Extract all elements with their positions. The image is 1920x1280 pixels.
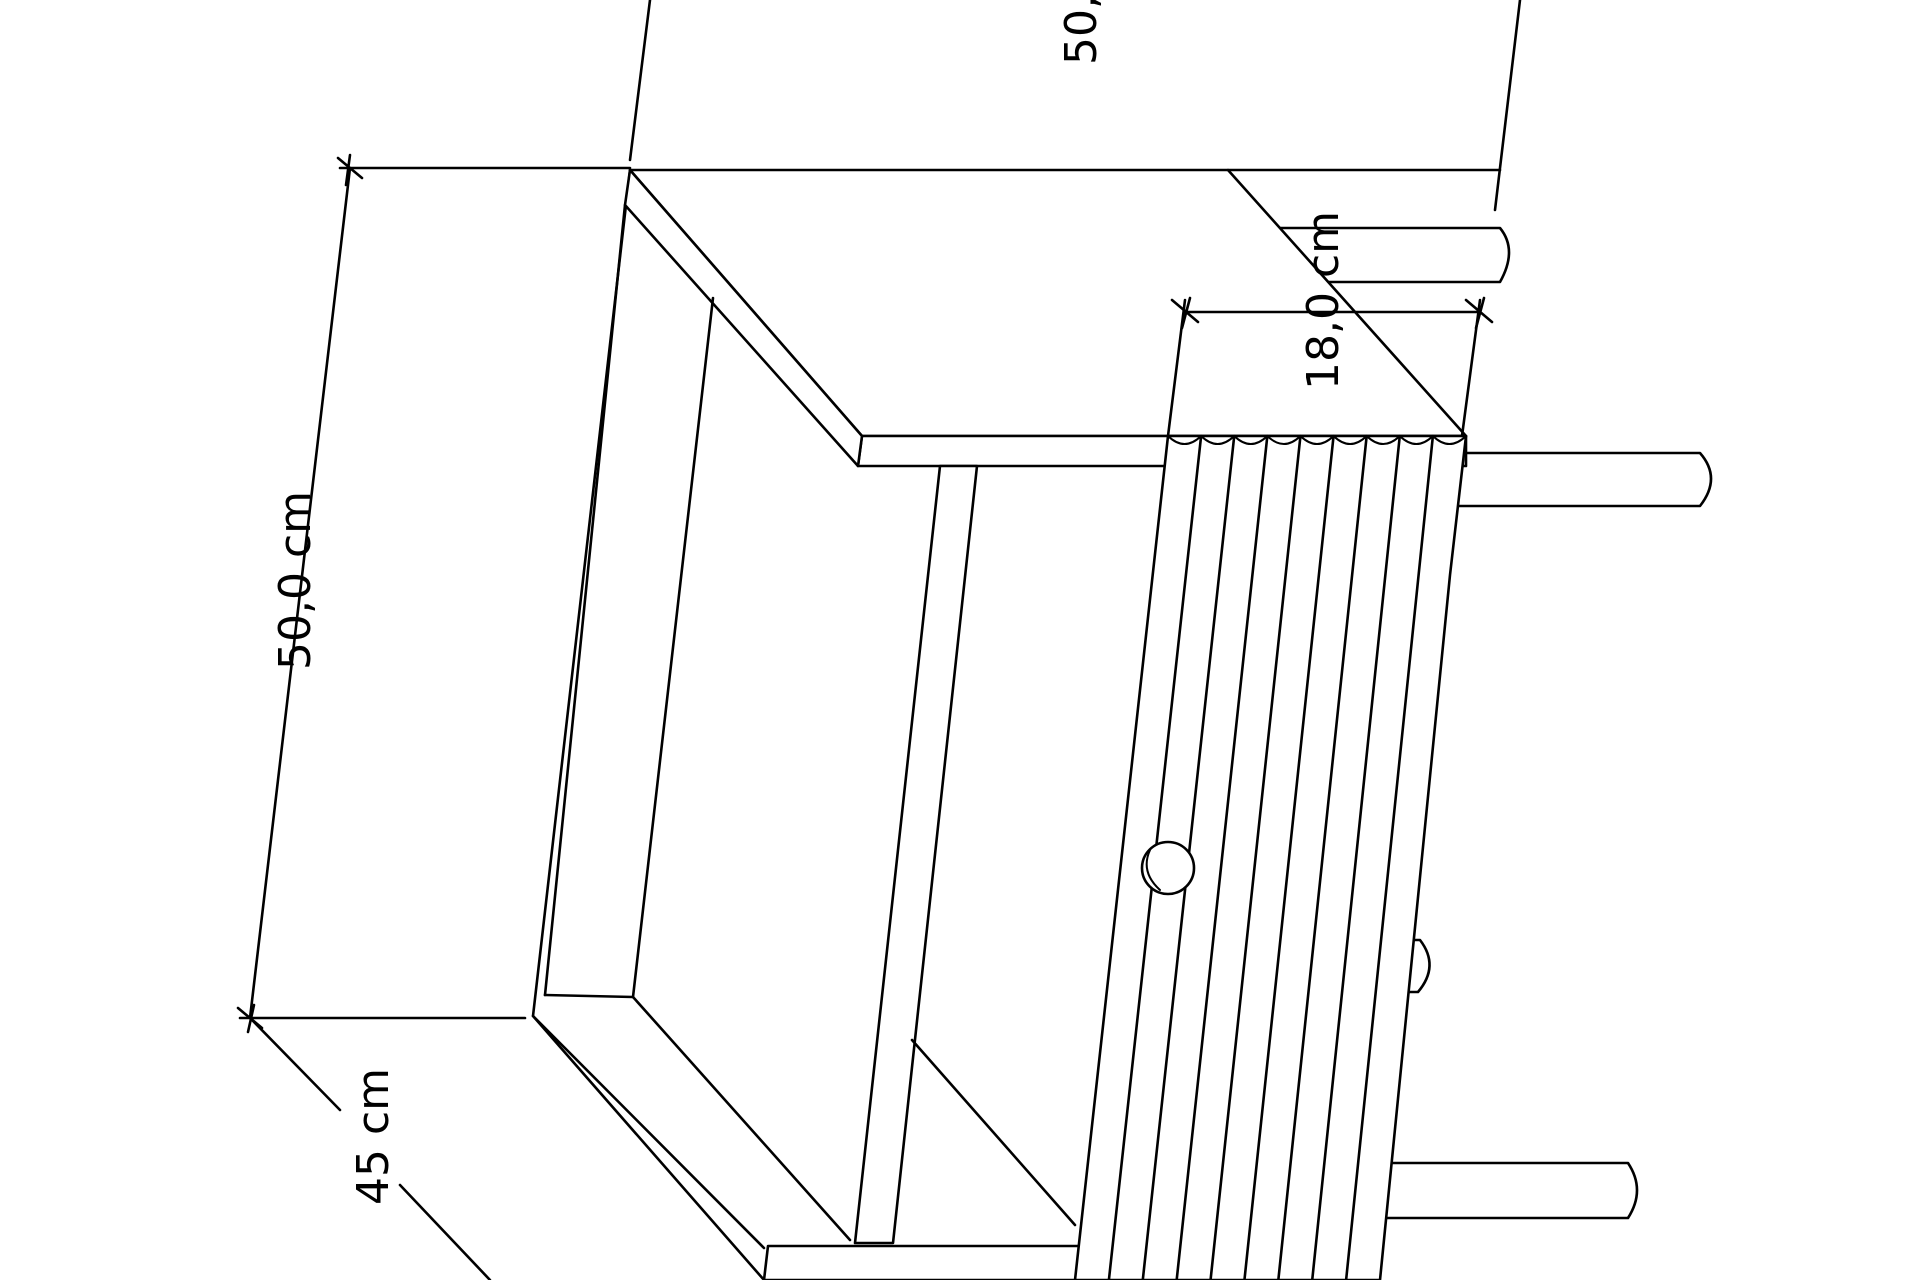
drawer-slat-line <box>1209 434 1302 1280</box>
drawer-slat-cap <box>1200 435 1236 445</box>
drawer-slat-cap <box>1266 435 1302 445</box>
drawer-slat-line <box>1344 434 1435 1280</box>
bottom-front-rail <box>762 1244 1082 1280</box>
leg-front-top <box>1453 451 1713 508</box>
height-dim-line <box>248 166 352 1020</box>
drawer-slat-line <box>1243 434 1335 1280</box>
front-post <box>853 464 979 1245</box>
leg-back-top <box>1273 226 1511 284</box>
top-depth-label: 50,0 cm <box>1056 0 1107 65</box>
drawer-knob <box>1140 840 1196 896</box>
drawer-tick-right <box>1464 296 1494 330</box>
top-side-edge <box>623 168 864 468</box>
drawer-slat-cap <box>1167 435 1203 445</box>
drawer-front <box>1073 434 1468 1280</box>
top-dim-line-left <box>628 0 652 162</box>
depth-dim-line-a <box>250 1018 342 1112</box>
rail-inner-left <box>543 203 627 997</box>
rail-inner-back <box>631 296 715 999</box>
drawer-slat-cap <box>1365 435 1401 445</box>
drawer-slat-cap <box>1299 435 1335 445</box>
bottom-diagonal <box>910 1038 1077 1227</box>
leg-depth-label: 45 cm <box>348 1068 399 1205</box>
top-dim-line-right <box>1493 0 1522 212</box>
cabinet-frame <box>531 168 1468 1280</box>
drawer-slat-cap <box>1332 435 1368 445</box>
bottom-shelf-edge <box>531 1014 766 1250</box>
drawer-knob-shadow <box>1145 849 1161 891</box>
drawer-tick-left <box>1170 296 1200 330</box>
drawer-slat-line <box>1175 434 1269 1280</box>
dimension-lines <box>236 0 1522 1280</box>
height-tick-top <box>336 153 364 187</box>
leg-front-bottom <box>1378 1161 1639 1220</box>
drawer-slat-cap <box>1431 435 1467 445</box>
legs <box>1273 226 1713 1220</box>
depth-dim-line-b <box>398 1183 492 1280</box>
drawer-slat-line <box>1310 434 1402 1280</box>
drawer-slat-line <box>1277 434 1368 1280</box>
bottom-shelf-back <box>543 993 635 999</box>
drawer-slats <box>1107 434 1467 1280</box>
height-label: 50,0 cm <box>270 491 321 670</box>
drawer-height-label: 18,0 cm <box>1298 211 1349 390</box>
bottom-shelf-front <box>631 995 852 1242</box>
drawer-slat-cap <box>1233 435 1269 445</box>
drawer-slat-cap <box>1398 435 1434 445</box>
